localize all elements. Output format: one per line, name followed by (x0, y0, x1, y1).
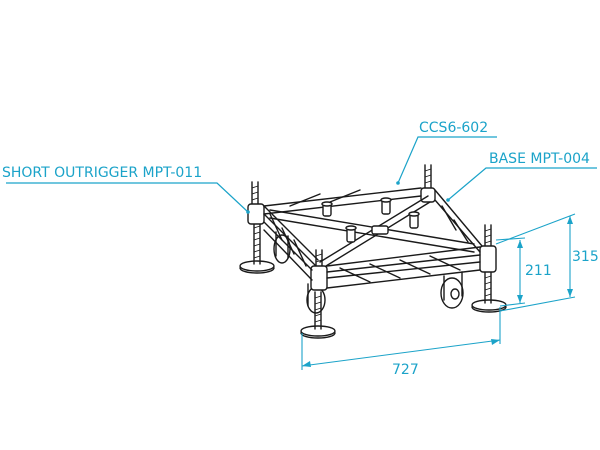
dimension-315: 315 (572, 249, 599, 265)
dimension-727: 727 (392, 362, 419, 378)
base-label: BASE MPT-004 (489, 151, 590, 167)
dimension-lines (301, 213, 576, 370)
frame-front-right (326, 246, 481, 289)
dimension-arrows (302, 216, 573, 367)
caster-forks (275, 231, 463, 307)
dimension-211: 211 (525, 263, 552, 279)
frame-back-right (434, 189, 483, 253)
centre-spigots (321, 197, 420, 243)
short-outrigger-label: SHORT OUTRIGGER MPT-011 (2, 165, 202, 181)
ccs6-label: CCS6-602 (419, 120, 488, 136)
dim-line-727 (301, 339, 501, 367)
frame-back-left (263, 187, 422, 215)
base-leader (447, 167, 597, 201)
ccs6-leader (397, 136, 497, 184)
foot-plates (239, 260, 507, 339)
callout-leaders (6, 136, 597, 214)
short-outrigger-leader (6, 182, 249, 213)
truss-base-drawing (239, 164, 507, 339)
thread-hatching (251, 168, 492, 323)
